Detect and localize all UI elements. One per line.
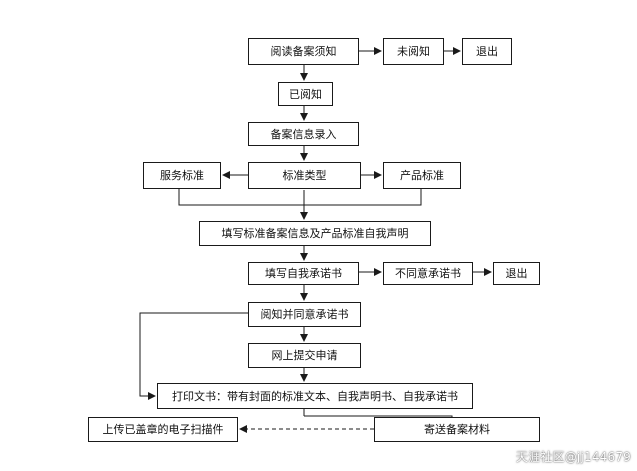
node-has-read: 已阅知 — [278, 82, 333, 106]
node-service-standard: 服务标准 — [143, 162, 221, 189]
node-submit-online: 网上提交申请 — [248, 343, 361, 368]
node-not-agree: 不同意承诺书 — [383, 262, 473, 285]
merge-bracket — [178, 189, 422, 206]
node-not-read: 未阅知 — [383, 38, 444, 65]
watermark: 天涯社区@jj144679 — [515, 450, 631, 464]
node-agree: 阅知并同意承诺书 — [248, 302, 361, 327]
node-exit-1: 退出 — [462, 38, 512, 65]
node-fill-info: 填写标准备案信息及产品标准自我声明 — [199, 221, 431, 246]
node-mail-materials: 寄送备案材料 — [374, 417, 540, 442]
node-exit-2: 退出 — [493, 262, 540, 285]
node-print-docs: 打印文书：带有封面的标准文本、自我声明书、自我承诺书 — [157, 383, 473, 409]
node-read-notice: 阅读备案须知 — [248, 38, 359, 65]
node-info-entry: 备案信息录入 — [248, 122, 359, 146]
node-standard-type: 标准类型 — [248, 162, 361, 189]
node-upload-scan: 上传已盖章的电子扫描件 — [88, 417, 238, 442]
node-product-standard: 产品标准 — [383, 162, 461, 189]
arrow-agree-bypass-to-print — [139, 312, 248, 400]
node-fill-commitment: 填写自我承诺书 — [248, 262, 359, 285]
